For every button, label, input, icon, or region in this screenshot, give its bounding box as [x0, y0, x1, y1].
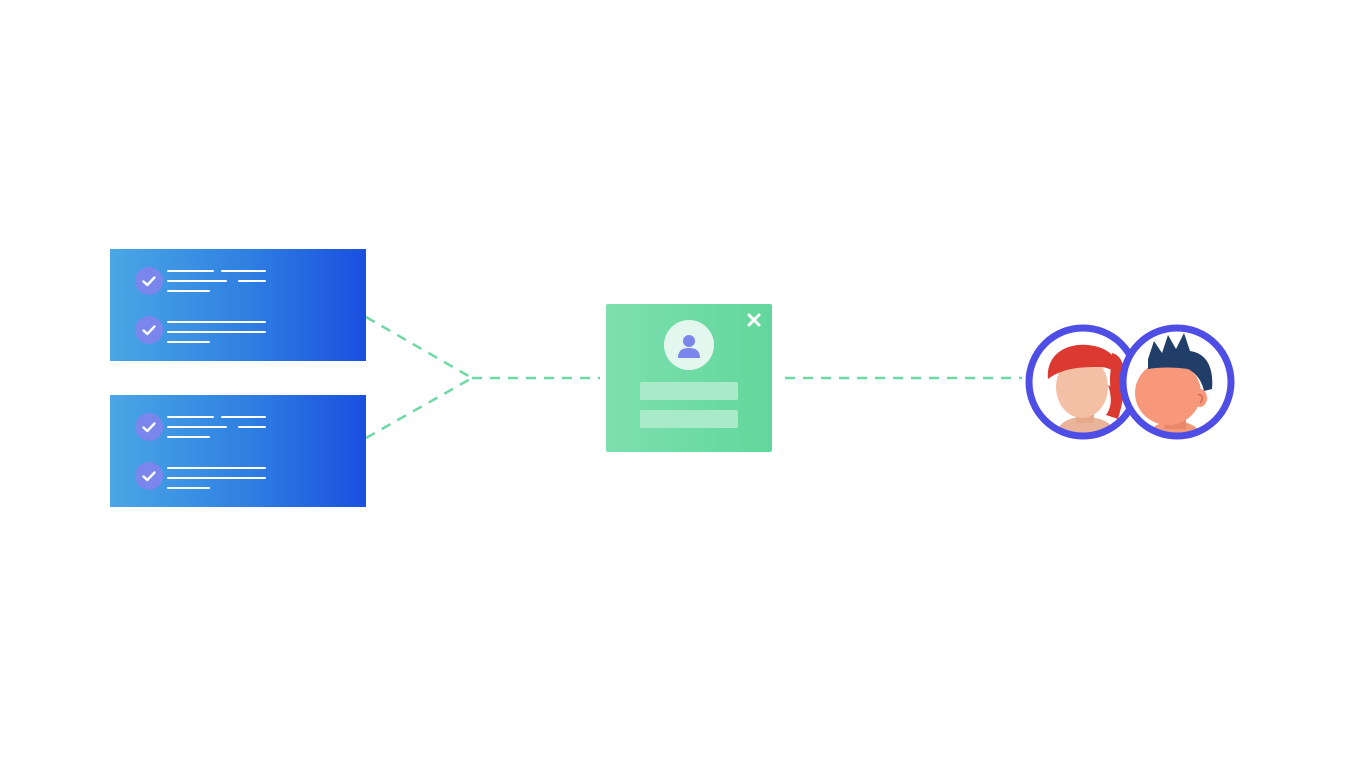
text-line: [167, 487, 210, 489]
form-field[interactable]: [640, 410, 738, 428]
connector-bottom: [365, 376, 473, 440]
text-line: [221, 416, 266, 418]
avatar: [664, 320, 714, 370]
text-line: [167, 477, 266, 479]
text-line: [167, 436, 210, 438]
text-line: [167, 426, 227, 428]
profile-dialog: [606, 304, 772, 452]
check-icon: [135, 267, 163, 295]
form-field[interactable]: [640, 382, 738, 400]
text-line: [167, 341, 210, 343]
close-icon[interactable]: [747, 313, 761, 327]
user-icon: [678, 335, 700, 358]
checklist-item: [135, 315, 295, 345]
text-line: [167, 270, 214, 272]
text-line: [167, 331, 266, 333]
checklist-item: [135, 412, 295, 442]
text-line: [221, 270, 266, 272]
text-line: [167, 290, 210, 292]
checklist-item: [135, 266, 295, 296]
connector-top: [365, 315, 473, 380]
checklist-card: [110, 395, 366, 507]
male-avatar-icon: [1119, 324, 1235, 440]
text-line: [238, 280, 266, 282]
check-icon: [135, 462, 163, 490]
check-icon: [135, 316, 163, 344]
checklist-card: [110, 249, 366, 361]
text-line: [238, 426, 266, 428]
check-icon: [135, 413, 163, 441]
text-line: [167, 467, 266, 469]
text-line: [167, 280, 227, 282]
text-line: [167, 321, 266, 323]
text-line: [167, 416, 214, 418]
checklist-item: [135, 461, 295, 491]
